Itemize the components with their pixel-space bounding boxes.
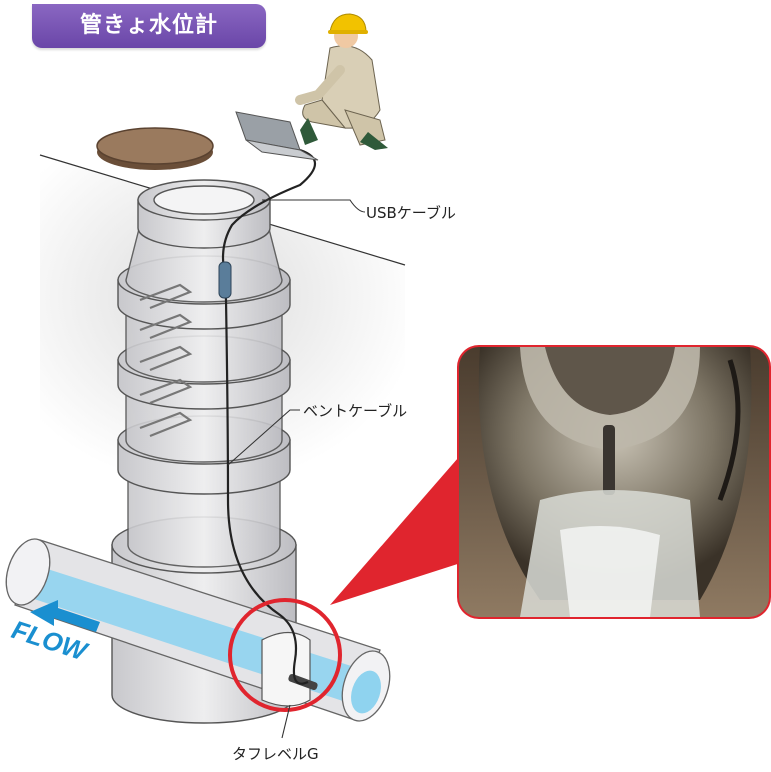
title-badge: 管きょ水位計 bbox=[32, 4, 266, 48]
leader-lines bbox=[227, 199, 366, 739]
sensor-bracket bbox=[261, 631, 318, 707]
highlight-ring bbox=[228, 598, 342, 712]
flow-arrow bbox=[30, 600, 100, 632]
cable-connector bbox=[218, 261, 232, 299]
page-title: 管きょ水位計 bbox=[79, 13, 218, 38]
callout-wedge bbox=[330, 450, 470, 605]
vent-cable-label: ベントケーブル bbox=[303, 402, 408, 420]
manhole-cover bbox=[96, 127, 214, 170]
step-rungs bbox=[139, 283, 193, 438]
usb-cable-label: USBケーブル bbox=[366, 204, 456, 222]
sensor-label: タフレベルG bbox=[232, 745, 319, 763]
worker-figure bbox=[235, 13, 388, 161]
photo-inset bbox=[457, 345, 771, 619]
cable bbox=[221, 148, 317, 685]
